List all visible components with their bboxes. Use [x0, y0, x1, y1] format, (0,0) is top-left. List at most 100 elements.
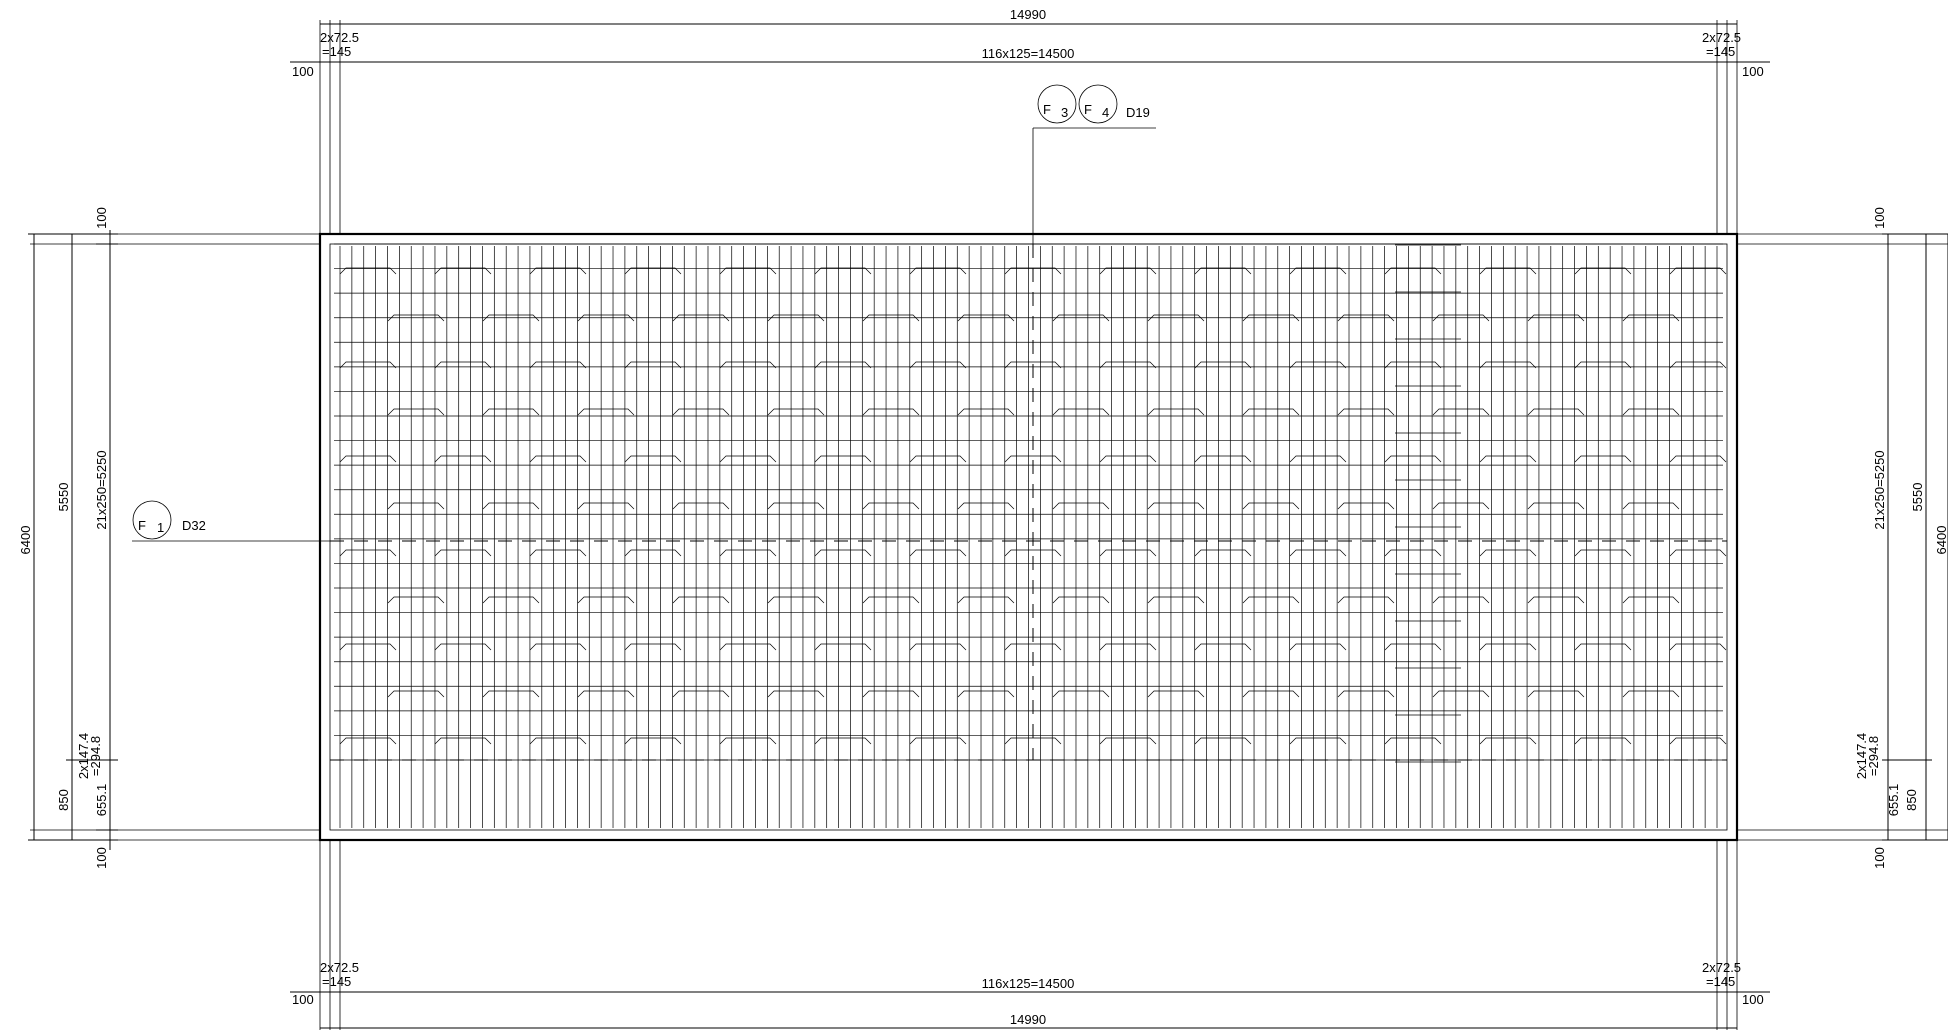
- dim-edge-b-bottom-right: =145: [1706, 974, 1735, 989]
- dim-right-total: 6400: [1934, 526, 1948, 555]
- hooked-rebar: [1384, 267, 1442, 275]
- dim-right-655: 655.1: [1886, 784, 1901, 817]
- hooked-rebar: [434, 737, 492, 745]
- hooked-rebar: [1242, 596, 1300, 604]
- hooked-rebar: [529, 737, 587, 745]
- right-dimensions: 21x250=5250 5550 6400 655.1 850 2x147.4 …: [1854, 207, 1948, 869]
- hooked-rebar: [1004, 455, 1062, 463]
- dim-left-total: 6400: [18, 526, 33, 555]
- hooked-rebar: [672, 408, 730, 416]
- hooked-rebar: [1004, 643, 1062, 651]
- hooked-rebar: [1337, 596, 1395, 604]
- dim-edge-a-top-right: 2x72.5: [1702, 30, 1741, 45]
- callout-f3-sub: 3: [1061, 105, 1068, 120]
- hooked-rebar: [909, 267, 967, 275]
- hooked-rebar: [719, 737, 777, 745]
- hooked-rebar: [1574, 643, 1632, 651]
- hooked-rebar: [1004, 549, 1062, 557]
- dim-edge-b-bottom-left: =145: [322, 974, 351, 989]
- dim-left-spacing: 21x250=5250: [94, 450, 109, 529]
- hooked-rebar: [1289, 455, 1347, 463]
- hooked-rebar: [1194, 643, 1252, 651]
- hooked-rebar: [624, 267, 682, 275]
- hooked-rebar: [909, 361, 967, 369]
- dim-cover-bottom-left: 100: [292, 992, 314, 1007]
- hooked-rebar: [1004, 361, 1062, 369]
- hooked-rebar: [577, 314, 635, 322]
- dim-spacing-bottom: 116x125=14500: [982, 976, 1075, 991]
- hooked-rebar: [957, 596, 1015, 604]
- hooked-rebar: [1622, 596, 1680, 604]
- hooked-rebar: [1527, 314, 1585, 322]
- dim-left-294: =294.8: [88, 736, 103, 776]
- hooked-rebar: [1574, 737, 1632, 745]
- dim-left-cover-top: 100: [94, 207, 109, 229]
- hooked-rebar: [1289, 267, 1347, 275]
- dim-cover-bottom-right: 100: [1742, 992, 1764, 1007]
- callout-f4-sub: 4: [1102, 105, 1109, 120]
- hooked-rebar: [1194, 737, 1252, 745]
- dim-right-147: 2x147.4: [1854, 733, 1869, 779]
- hooked-rebar: [339, 361, 397, 369]
- hooked-rebar: [387, 314, 445, 322]
- hooked-rebar: [1432, 502, 1490, 510]
- hooked-rebar: [957, 314, 1015, 322]
- hooked-rebar: [339, 549, 397, 557]
- hooked-rebar: [529, 361, 587, 369]
- hooked-rebar: [1194, 361, 1252, 369]
- bottom-dimensions: 14990 116x125=14500 2x72.5 =145 100 2x72…: [290, 960, 1770, 1029]
- hooked-rebar: [1527, 596, 1585, 604]
- hooked-rebar: [719, 549, 777, 557]
- hooked-rebar: [482, 502, 540, 510]
- callout-f4-letter: F: [1084, 102, 1092, 117]
- dim-right-5550: 5550: [1910, 483, 1925, 512]
- hooked-rebar: [339, 737, 397, 745]
- hooked-rebar: [387, 690, 445, 698]
- hooked-rebar: [957, 408, 1015, 416]
- hooked-rebar: [862, 408, 920, 416]
- hooked-rebar: [814, 455, 872, 463]
- dim-right-cover-bottom: 100: [1872, 847, 1887, 869]
- hooked-rebar: [1052, 314, 1110, 322]
- hooked-rebar: [1384, 549, 1442, 557]
- hooked-rebar: [1099, 267, 1157, 275]
- callout-f4-circle: [1078, 84, 1118, 124]
- hooked-rebar: [1527, 690, 1585, 698]
- hooked-rebar: [1099, 361, 1157, 369]
- dim-edge-b-top-left: =145: [322, 44, 351, 59]
- hooked-rebar: [1289, 737, 1347, 745]
- hooked-rebar: [529, 455, 587, 463]
- hooked-rebar: [434, 361, 492, 369]
- left-dimensions: 6400 5550 21x250=5250 850 655.1 2x147.4 …: [18, 207, 118, 869]
- dim-spacing-top: 116x125=14500: [982, 46, 1075, 61]
- hooked-rebar: [1384, 737, 1442, 745]
- hooked-rebar: [1669, 267, 1727, 275]
- hooked-rebar: [434, 549, 492, 557]
- callout-f3-letter: F: [1043, 102, 1051, 117]
- hooked-rebar: [1337, 314, 1395, 322]
- hooked-rebar: [1574, 549, 1632, 557]
- callout-f1-circle: [132, 500, 172, 540]
- hooked-rebar: [339, 267, 397, 275]
- hooked-rebar: [387, 596, 445, 604]
- dim-left-147: 2x147.4: [76, 733, 91, 779]
- hooked-rebar: [814, 737, 872, 745]
- hooked-rebar: [1242, 408, 1300, 416]
- hooked-rebar: [1337, 408, 1395, 416]
- hooked-rebar: [1099, 455, 1157, 463]
- vertical-rebar-group: [339, 246, 1718, 828]
- hooked-rebar: [672, 502, 730, 510]
- callout-f1: F 1 D32: [132, 500, 330, 542]
- hooked-rebar: [957, 690, 1015, 698]
- hooked-rebar: [767, 502, 825, 510]
- hooked-rebar: [1147, 314, 1205, 322]
- hooked-rebar: [1432, 314, 1490, 322]
- hooked-rebar: [814, 361, 872, 369]
- hooked-rebar: [767, 314, 825, 322]
- hooked-rebar: [1289, 549, 1347, 557]
- dim-cover-top-left: 100: [292, 64, 314, 79]
- hooked-rebar: [814, 643, 872, 651]
- hooked-rebar: [434, 643, 492, 651]
- hooked-rebar: [1052, 596, 1110, 604]
- hooked-rebar: [1194, 549, 1252, 557]
